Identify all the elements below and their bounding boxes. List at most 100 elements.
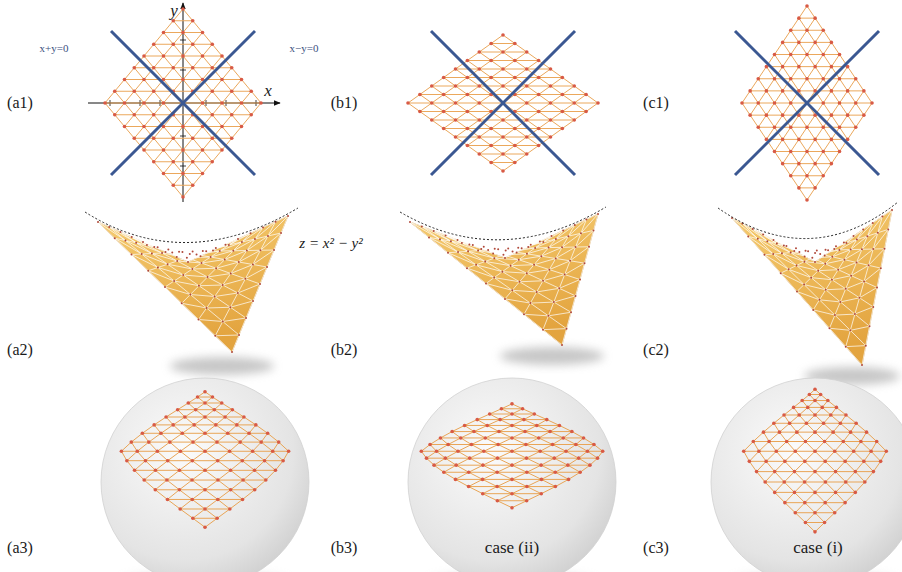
- lattice-vertex: [480, 248, 482, 250]
- lattice-vertex: [162, 101, 166, 105]
- lattice-edge: [173, 185, 193, 186]
- lattice-vertex: [201, 31, 205, 35]
- lattice-vertex: [167, 249, 169, 251]
- lattice-vertex: [485, 424, 489, 428]
- lattice-vertex: [457, 251, 459, 253]
- lattice-vertex: [884, 248, 886, 250]
- lattice-vertex: [872, 248, 874, 250]
- lattice-vertex: [454, 478, 458, 482]
- lattice-vertex: [510, 449, 514, 453]
- lattice-vertex: [165, 251, 167, 253]
- lattice-vertex: [161, 252, 163, 254]
- lattice-vertex: [526, 272, 528, 274]
- lattice-vertex: [778, 430, 782, 434]
- lattice-vertex: [501, 135, 505, 139]
- lattice-edge: [763, 235, 873, 307]
- lattice-vertex: [129, 440, 133, 444]
- lattice-vertex: [409, 221, 411, 223]
- lattice-edge: [440, 438, 541, 494]
- lattice-edge: [444, 420, 547, 473]
- lattice-vertex: [781, 113, 785, 117]
- lattice-edge: [797, 236, 854, 292]
- lattice-edge: [199, 318, 247, 322]
- lattice-vertex: [266, 266, 268, 268]
- lattice-vertex: [829, 327, 831, 329]
- lattice-vertex: [747, 235, 749, 237]
- lattice-vertex: [814, 252, 816, 254]
- lattice-vertex: [553, 456, 557, 460]
- lattice-vertex: [861, 248, 863, 250]
- lattice-vertex: [766, 240, 768, 242]
- lattice-vertex: [482, 449, 486, 453]
- lattice-vertex: [564, 274, 566, 276]
- lattice-vertex: [461, 242, 463, 244]
- lattice-edge: [784, 243, 844, 251]
- lattice-vertex: [253, 488, 257, 492]
- lattice-vertex: [513, 161, 517, 165]
- lattice-edge: [477, 420, 580, 473]
- lattice-vertex: [240, 459, 244, 463]
- lattice-vertex: [142, 478, 146, 482]
- lattice-vertex: [231, 351, 233, 353]
- lattice-vertex: [493, 257, 495, 259]
- lattice-edge: [444, 77, 563, 78]
- lattice-edge: [744, 451, 815, 532]
- lattice-vertex: [147, 270, 149, 272]
- lattice-vertex: [477, 135, 481, 139]
- lattice-vertex: [790, 252, 792, 254]
- lattice-vertex: [166, 459, 170, 463]
- lattice-vertex: [454, 118, 458, 122]
- lattice-vertex: [877, 232, 879, 234]
- lattice-edge: [774, 423, 856, 424]
- lattice-vertex: [854, 421, 858, 425]
- lattice-vertex: [475, 264, 477, 266]
- lattice-vertex: [181, 54, 185, 58]
- lattice-vertex: [467, 250, 469, 252]
- lattice-vertex: [152, 89, 156, 93]
- lattice-vertex: [870, 101, 874, 105]
- lattice-vertex: [803, 480, 807, 484]
- lattice-edge: [794, 407, 837, 408]
- lattice-vertex: [781, 138, 785, 142]
- lattice-edge: [434, 231, 571, 312]
- lattice-vertex: [564, 449, 568, 453]
- lattice-vertex: [773, 239, 775, 241]
- lattice-vertex: [162, 54, 166, 58]
- lattice-vertex: [467, 485, 471, 489]
- lattice-vertex: [842, 440, 846, 444]
- lattice-vertex: [249, 113, 253, 117]
- lattice-vertex: [457, 239, 459, 241]
- lattice-vertex: [577, 456, 581, 460]
- planar-lattice: [103, 7, 263, 199]
- lattice-vertex: [830, 89, 834, 93]
- lattice-vertex: [533, 264, 535, 266]
- lattice-vertex: [176, 256, 178, 258]
- lattice-vertex: [551, 443, 555, 447]
- lattice-vertex: [783, 501, 787, 505]
- lattice-edge: [127, 460, 283, 461]
- lattice-vertex: [868, 264, 870, 266]
- lattice-vertex: [831, 430, 835, 434]
- lattice-vertex: [850, 249, 852, 251]
- lattice-vertex: [843, 501, 847, 505]
- lattice-edge: [783, 163, 832, 164]
- lattice-vertex: [176, 408, 180, 412]
- lattice-vertex: [203, 390, 207, 394]
- lattice-edge: [193, 518, 217, 519]
- lattice-vertex: [813, 186, 817, 190]
- lattice-vertex: [810, 277, 812, 279]
- lattice-vertex: [525, 67, 529, 71]
- lattice-vertex: [872, 470, 876, 474]
- lattice-vertex: [821, 125, 825, 129]
- lattice-vertex: [103, 101, 107, 105]
- lattice-vertex: [783, 460, 787, 464]
- lattice-vertex: [789, 53, 793, 57]
- lattice-edge: [446, 236, 576, 296]
- lattice-vertex: [113, 113, 117, 117]
- lattice-vertex: [252, 264, 254, 266]
- lattice-vertex: [489, 76, 493, 80]
- lattice-vertex: [773, 125, 777, 129]
- lattice-vertex: [466, 76, 470, 80]
- lattice-vertex: [824, 480, 828, 484]
- lattice-vertex: [254, 423, 258, 427]
